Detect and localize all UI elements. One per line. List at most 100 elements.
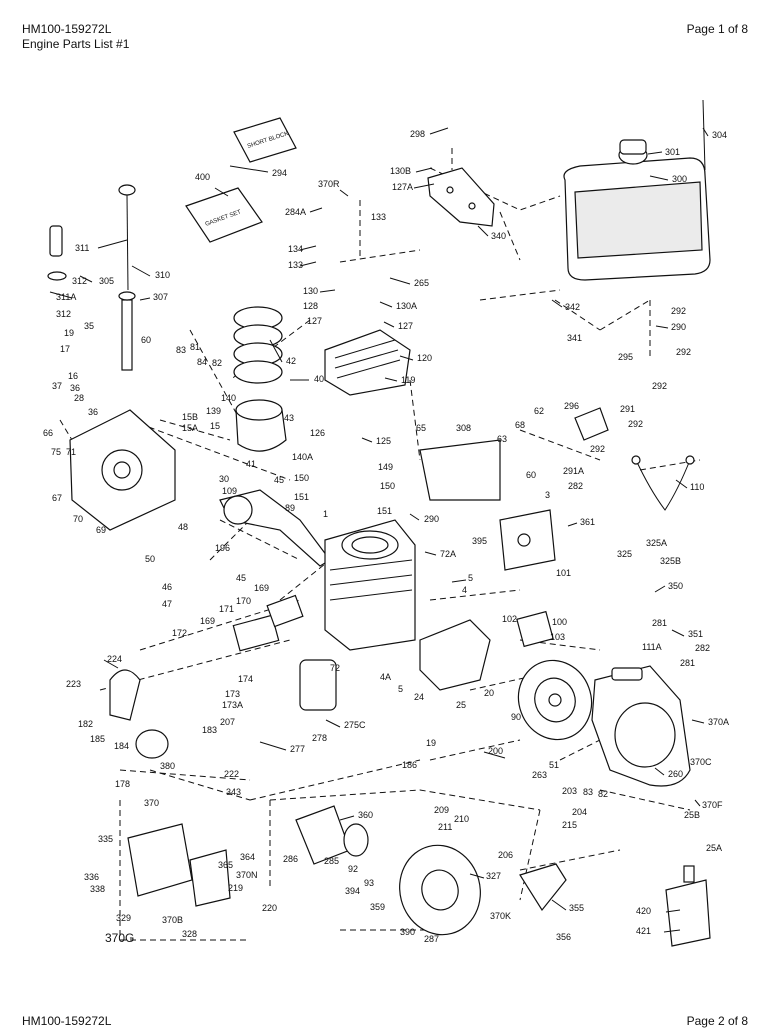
part-label: 127 (398, 321, 413, 331)
part-label: 178 (115, 779, 130, 789)
part-label: 292 (590, 444, 605, 454)
part-label: 282 (568, 481, 583, 491)
part-label: 72A (440, 549, 456, 559)
part-label: 277 (290, 744, 305, 754)
part-label: 133 (288, 260, 303, 270)
part-label: 219 (228, 883, 243, 893)
part-label: 260 (668, 769, 683, 779)
part-label: 305 (99, 276, 114, 286)
part-label: 133 (371, 212, 386, 222)
part-label: 47 (162, 599, 172, 609)
part-label: 294 (272, 168, 287, 178)
part-label: 139 (206, 406, 221, 416)
part-label: 60 (526, 470, 536, 480)
part-label: 284A (285, 207, 306, 217)
part-label: 182 (78, 719, 93, 729)
part-label: 370F (702, 800, 723, 810)
part-label: 17 (60, 344, 70, 354)
part-label: 48 (178, 522, 188, 532)
part-label: 328 (182, 929, 197, 939)
part-label: 360 (358, 810, 373, 820)
part-label: 370B (162, 915, 183, 925)
part-label: 207 (220, 717, 235, 727)
part-label: 370N (236, 870, 258, 880)
part-label: 290 (671, 322, 686, 332)
part-label: 311A (56, 292, 76, 302)
part-label: 290 (424, 514, 439, 524)
part-label: 206 (498, 850, 513, 860)
part-label: 286 (283, 854, 298, 864)
part-label: 130B (390, 166, 411, 176)
part-label: 390 (400, 927, 415, 937)
part-label: 325 (617, 549, 632, 559)
part-label: 370A (708, 717, 729, 727)
part-label: 356 (556, 932, 571, 942)
part-label: 361 (580, 517, 595, 527)
part-label: 420 (636, 906, 651, 916)
part-label: 110 (690, 482, 704, 492)
part-label: 16 (68, 371, 78, 381)
part-label: 111A (642, 642, 662, 652)
part-label: 68 (515, 420, 525, 430)
part-label: 72 (330, 663, 340, 673)
part-label: 43 (284, 413, 294, 423)
part-label: 169 (254, 583, 269, 593)
part-label: 380 (160, 761, 175, 771)
part-label: 359 (370, 902, 385, 912)
part-label: 19 (64, 328, 74, 338)
part-label: 25 (456, 700, 466, 710)
part-label: 151 (294, 492, 309, 502)
part-number-labels: 298 304 301 300 130B 127A 294 400 370R 2… (43, 129, 729, 945)
part-label: 395 (472, 536, 487, 546)
part-label: 196 (215, 543, 230, 553)
part-label: 291 (620, 404, 635, 414)
part-label: 325A (646, 538, 667, 548)
part-label: 66 (43, 428, 53, 438)
part-label: 307 (153, 292, 168, 302)
assembly-guide-lines (59, 148, 701, 941)
part-label: 50 (145, 554, 155, 564)
part-label: 51 (549, 760, 559, 770)
crankshaft (219, 489, 331, 567)
part-label: 304 (712, 130, 727, 140)
fuel-line (574, 407, 695, 511)
part-label: 140A (292, 452, 313, 462)
part-label: 28 (74, 393, 84, 403)
part-label: 350 (668, 581, 683, 591)
part-label: 109 (222, 486, 237, 496)
part-label: 203 (562, 786, 577, 796)
part-label: 90 (511, 712, 521, 722)
part-label: 209 (434, 805, 449, 815)
part-label: 291A (563, 466, 584, 476)
part-label: 40 (314, 374, 324, 384)
gasket-set-box: GASKET SET (185, 187, 263, 243)
part-label: 278 (312, 733, 327, 743)
part-label: 298 (410, 129, 425, 139)
part-label: 370K (490, 911, 511, 921)
part-label: 183 (202, 725, 217, 735)
part-label: 30 (219, 474, 229, 484)
part-label: 421 (636, 926, 651, 936)
part-label: 4A (380, 672, 391, 682)
part-label: 336 (84, 872, 99, 882)
part-label: 172 (172, 628, 187, 638)
part-label: 71 (66, 447, 76, 457)
part-label: 329 (116, 913, 131, 923)
control-bracket (127, 823, 231, 907)
part-label: 224 (107, 654, 122, 664)
part-label: 130 (303, 286, 318, 296)
part-label: 127A (392, 182, 413, 192)
part-label: 1 (323, 509, 328, 519)
blower-housing (591, 665, 691, 787)
part-label: 325B (660, 556, 681, 566)
part-label: 292 (676, 347, 691, 357)
intake-parts (109, 594, 337, 759)
part-label: 295 (618, 352, 633, 362)
ignition-module (516, 610, 554, 648)
part-label: 370R (318, 179, 340, 189)
crankcase-cover (69, 409, 176, 531)
part-label: 69 (96, 525, 106, 535)
part-label: 210 (454, 814, 469, 824)
part-label: 312 (72, 276, 87, 286)
